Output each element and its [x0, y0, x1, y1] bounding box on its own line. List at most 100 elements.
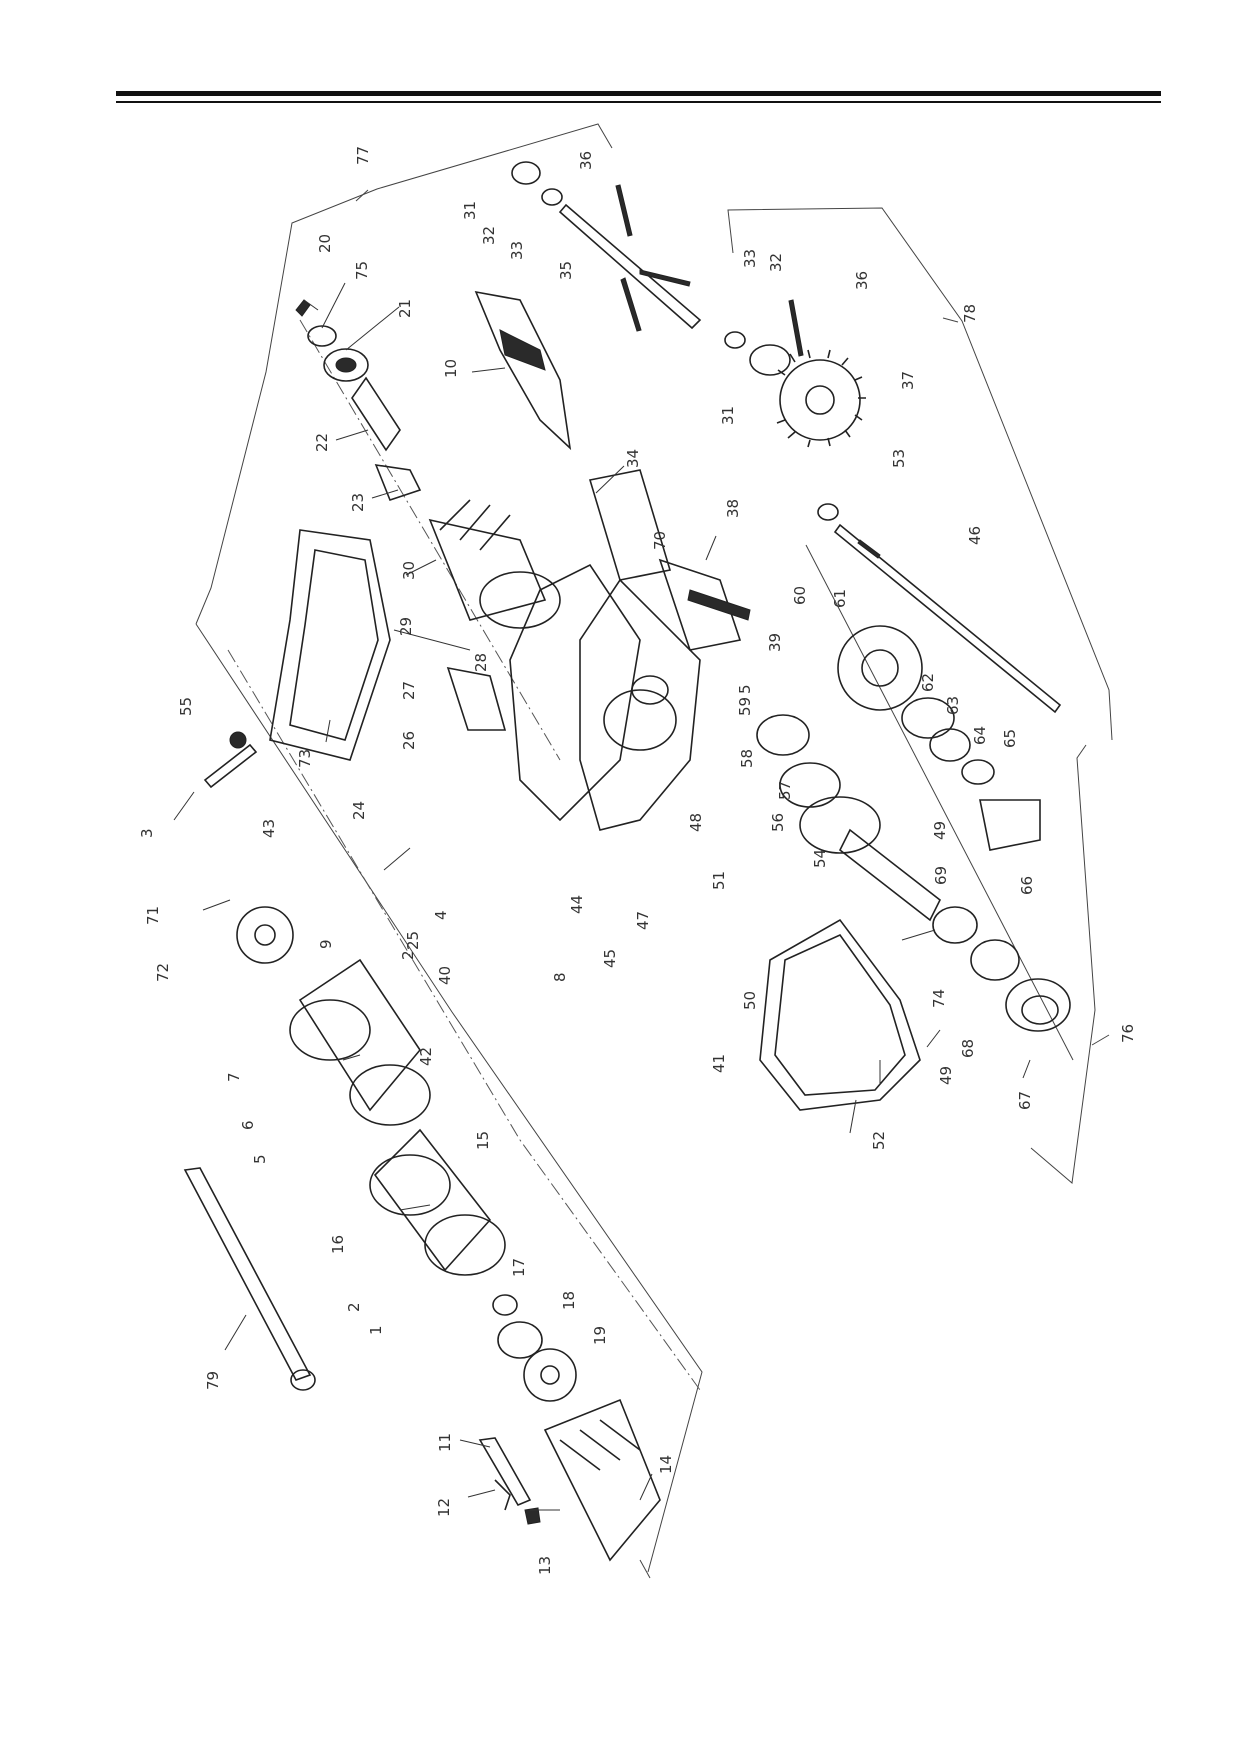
callout-5b: 5 — [251, 1154, 269, 1164]
callout-3: 3 — [138, 828, 156, 838]
filter-frame-73 — [269, 529, 391, 761]
top-shaft-35 — [511, 161, 702, 332]
callout-79: 79 — [204, 1371, 222, 1390]
callout-34: 34 — [624, 449, 642, 468]
callout-4: 4 — [432, 910, 450, 920]
callout-36b: 36 — [853, 271, 871, 290]
callout-49b: 49 — [937, 1066, 955, 1085]
upper-axis-line — [299, 319, 561, 761]
callout-62: 62 — [919, 673, 937, 692]
callout-44: 44 — [568, 895, 586, 914]
callout-72: 72 — [154, 963, 172, 982]
callout-37: 37 — [899, 371, 917, 390]
callout-24: 24 — [350, 801, 368, 820]
leader-lines — [173, 282, 1031, 1511]
callout-69: 69 — [932, 866, 950, 885]
callout-16: 16 — [329, 1235, 347, 1254]
callout-15: 15 — [474, 1131, 492, 1150]
callout-57: 57 — [776, 781, 794, 800]
brush-holder-14-detail — [559, 1419, 641, 1471]
callout-67: 67 — [1016, 1091, 1034, 1110]
callout-labels: 77 36 31 32 33 35 20 75 21 10 33 32 36 7… — [138, 146, 1137, 1575]
callout-74: 74 — [930, 989, 948, 1008]
callout-23: 23 — [349, 493, 367, 512]
long-shaft-46 — [817, 503, 1062, 714]
callout-56: 56 — [769, 813, 787, 832]
callout-46: 46 — [966, 526, 984, 545]
main-axis-line — [227, 649, 701, 1391]
callout-76: 76 — [1119, 1024, 1137, 1043]
callout-1: 1 — [367, 1325, 385, 1335]
callout-48: 48 — [687, 813, 705, 832]
callout-40: 40 — [436, 966, 454, 985]
brush-holder-14 — [543, 1398, 661, 1562]
callout-27: 27 — [400, 681, 418, 700]
callout-33a: 33 — [508, 241, 526, 260]
callout-11: 11 — [436, 1433, 454, 1452]
callout-2a: 2 — [399, 950, 417, 960]
callout-2b: 2 — [345, 1302, 363, 1312]
callout-70: 70 — [651, 531, 669, 550]
callout-51: 51 — [710, 871, 728, 890]
callout-28: 28 — [472, 653, 490, 672]
callout-7: 7 — [225, 1072, 243, 1082]
brush-parts-11-13 — [478, 1437, 541, 1525]
pulley-group — [932, 906, 1071, 1032]
callout-50: 50 — [741, 991, 759, 1010]
group-78-bracket — [727, 207, 1113, 741]
rear-bearing-group — [492, 1294, 577, 1402]
callout-52: 52 — [870, 1131, 888, 1150]
brush-part-27 — [446, 666, 507, 731]
callout-73: 73 — [296, 749, 314, 768]
header-rule-thin — [116, 101, 1161, 103]
callout-68: 68 — [959, 1039, 977, 1058]
group-76-bracket — [805, 544, 1110, 1184]
callout-49a: 49 — [931, 821, 949, 840]
callout-10: 10 — [442, 359, 460, 378]
callout-20: 20 — [316, 234, 334, 253]
callout-32b: 32 — [767, 253, 785, 272]
callout-38: 38 — [724, 499, 742, 518]
callout-60: 60 — [791, 586, 809, 605]
callout-26: 26 — [400, 731, 418, 750]
group-lower-bracket — [195, 623, 703, 1579]
callout-64: 64 — [971, 726, 989, 745]
callout-12: 12 — [435, 1498, 453, 1517]
callout-59: 59 — [736, 697, 754, 716]
callout-35: 35 — [557, 261, 575, 280]
shaft-79-end — [290, 1369, 316, 1391]
callout-77a: 77 — [354, 146, 372, 165]
right-mid-gear-group — [837, 625, 1041, 851]
blade-part-10 — [474, 290, 572, 451]
callout-19: 19 — [591, 1326, 609, 1345]
callout-9: 9 — [317, 939, 335, 949]
callout-43: 43 — [260, 819, 278, 838]
callout-47: 47 — [634, 911, 652, 930]
bearing-shaft-group — [756, 714, 942, 922]
left-small-parts — [203, 731, 294, 964]
callout-54: 54 — [811, 849, 829, 868]
callout-41: 41 — [710, 1054, 728, 1073]
callout-22: 22 — [313, 433, 331, 452]
filter-frame-73-inner — [289, 549, 379, 741]
callout-36a: 36 — [577, 151, 595, 170]
belt-cover-52 — [759, 918, 921, 1111]
callout-61: 61 — [831, 589, 849, 608]
callout-63: 63 — [944, 696, 962, 715]
callout-65: 65 — [1001, 729, 1019, 748]
group-77-bracket — [195, 123, 613, 625]
callout-6: 6 — [239, 1120, 257, 1130]
callout-75: 75 — [353, 261, 371, 280]
callout-29: 29 — [397, 617, 415, 636]
callout-53: 53 — [890, 449, 908, 468]
callout-13: 13 — [536, 1556, 554, 1575]
right-gear-group — [724, 299, 866, 448]
belt-cover-52-inner — [774, 933, 906, 1096]
callout-14: 14 — [657, 1455, 675, 1474]
callout-8: 8 — [551, 972, 569, 982]
shaft-79 — [183, 1167, 312, 1381]
motor-housing-7 — [289, 958, 431, 1126]
blade-part-10-detail — [499, 329, 546, 371]
shaft-bearing-assembly — [295, 299, 561, 629]
